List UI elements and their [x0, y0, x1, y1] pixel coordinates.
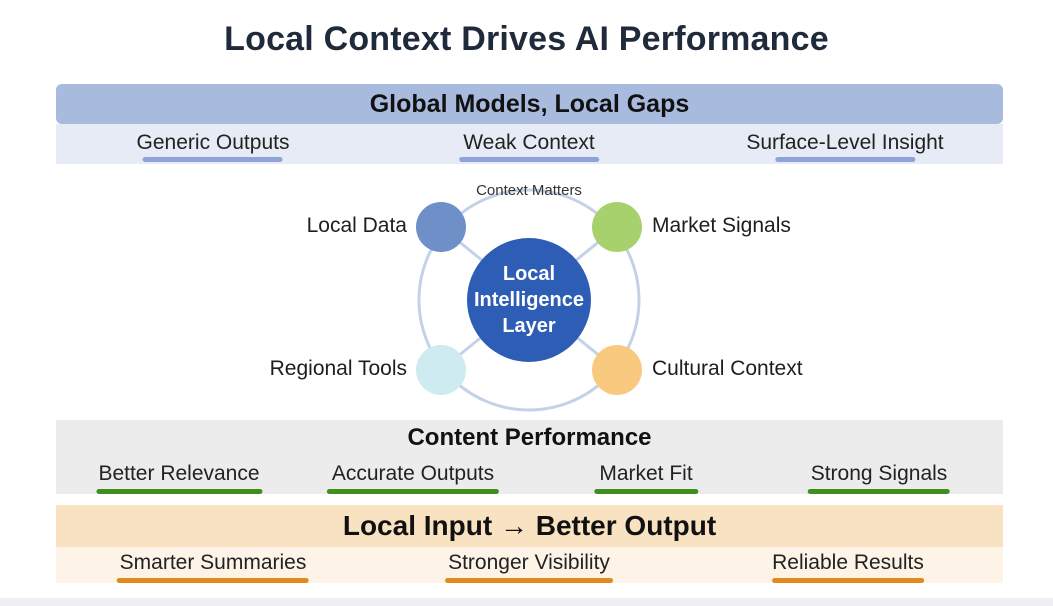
local-input-heading: Local Input → Better Output [342, 510, 717, 541]
performance-item-underline [594, 489, 698, 494]
gap-item-label: Surface-Level Insight [746, 131, 944, 154]
center-line-3: Layer [502, 315, 556, 337]
performance-item-strong-signals: Strong Signals [808, 462, 950, 494]
gap-item-weak-context: Weak Context [458, 131, 599, 162]
performance-item-underline [327, 489, 499, 494]
output-item-label: Stronger Visibility [448, 551, 610, 574]
output-item-label: Reliable Results [772, 551, 924, 574]
market-signals-label: Market Signals [652, 214, 791, 237]
center-line-2: Intelligence [473, 289, 585, 311]
cultural-context-node [592, 345, 642, 395]
gap-item-generic-outputs: Generic Outputs [136, 131, 290, 162]
page-title: Local Context Drives AI Performance [224, 20, 829, 58]
local-input-header: Local Input → Better Output [56, 505, 1003, 547]
gap-item-surface-level-insight: Surface-Level Insight [746, 131, 944, 162]
center-node [467, 238, 591, 362]
global-models-header: Global Models, Local Gaps [56, 84, 1003, 124]
regional-tools-label: Regional Tools [269, 357, 407, 380]
performance-item-market-fit: Market Fit [594, 462, 698, 494]
performance-item-label: Strong Signals [810, 462, 948, 485]
market-signals-node [592, 202, 642, 252]
output-item-smarter-summaries: Smarter Summaries [116, 551, 309, 583]
gap-item-underline [458, 157, 599, 162]
global-models-heading: Global Models, Local Gaps [369, 89, 690, 118]
gap-item-label: Generic Outputs [136, 131, 290, 154]
performance-item-label: Better Relevance [98, 462, 260, 485]
center-line-1: Local [502, 263, 556, 285]
performance-item-underline [96, 489, 262, 494]
content-performance-row [56, 456, 1003, 494]
content-performance-heading: Content Performance [407, 424, 652, 451]
gap-item-underline [143, 157, 283, 162]
local-data-node [416, 202, 466, 252]
output-item-underline [444, 578, 613, 583]
performance-item-underline [808, 489, 950, 494]
local-data-label: Local Data [306, 214, 407, 237]
cultural-context-label: Cultural Context [652, 357, 803, 380]
performance-item-label: Market Fit [599, 462, 693, 485]
content-performance-header: Content Performance [56, 420, 1003, 456]
gap-item-label: Weak Context [463, 131, 595, 154]
output-item-underline [772, 578, 924, 583]
context-matters-label: Context Matters [476, 182, 582, 199]
output-item-underline [116, 578, 309, 583]
center-node-label: Local Intelligence Layer [469, 240, 589, 360]
output-item-reliable-results: Reliable Results [772, 551, 924, 583]
performance-item-label: Accurate Outputs [331, 462, 495, 485]
bottom-strip [0, 598, 1053, 606]
performance-item-accurate-outputs: Accurate Outputs [327, 462, 499, 494]
context-ring [417, 188, 641, 412]
output-item-label: Smarter Summaries [119, 551, 307, 574]
regional-tools-node [416, 345, 466, 395]
performance-item-better-relevance: Better Relevance [96, 462, 262, 494]
local-input-row [56, 547, 1003, 583]
output-item-stronger-visibility: Stronger Visibility [444, 551, 613, 583]
gap-item-underline [775, 157, 915, 162]
